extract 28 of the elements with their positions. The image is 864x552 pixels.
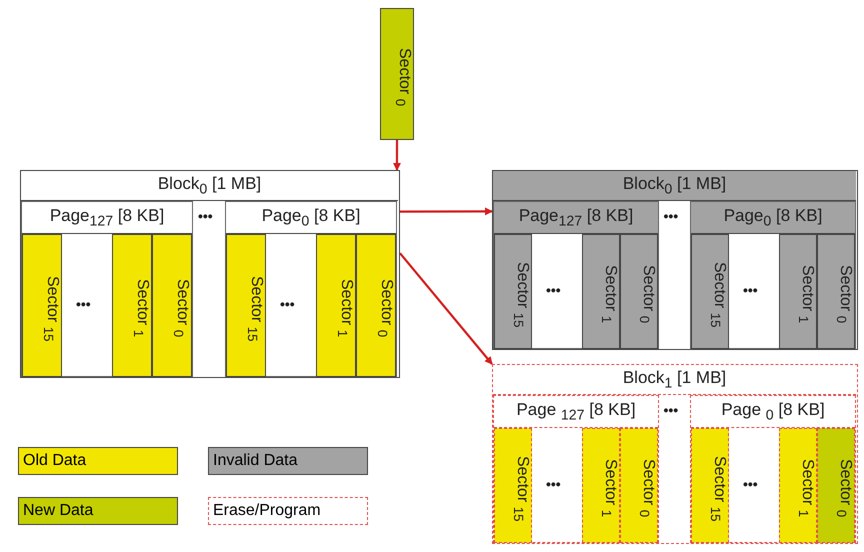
ellipsis: •••	[76, 296, 91, 312]
block-label: Block$_{0}$ [1 MB]	[493, 171, 856, 201]
ellipsis: •••	[664, 208, 678, 224]
ellipsis: •••	[546, 476, 561, 492]
memory-block	[20, 170, 400, 378]
ellipsis: •••	[198, 208, 213, 224]
ellipsis: •••	[743, 282, 758, 298]
legend-key: Invalid Data	[208, 447, 368, 475]
arrow	[399, 252, 493, 365]
arrow	[400, 207, 493, 216]
ellipsis: •••	[546, 282, 561, 298]
legend-key: Old Data	[18, 447, 178, 475]
ellipsis: •••	[664, 402, 678, 418]
memory-block	[492, 364, 858, 544]
ellipsis: •••	[743, 476, 758, 492]
memory-page	[690, 395, 856, 543]
memory-page	[21, 201, 193, 377]
memory-page	[225, 201, 397, 377]
legend-key: Erase/Program	[208, 497, 368, 525]
memory-block	[492, 170, 858, 350]
page-label: Page$_{0}$ [8 KB]	[691, 202, 855, 234]
memory-page	[493, 395, 659, 543]
page-label: Page$_{127}$ [8 KB]	[494, 202, 658, 234]
ellipsis: •••	[280, 296, 295, 312]
legend-key: New Data	[18, 497, 178, 525]
arrow	[392, 140, 401, 171]
memory-page	[493, 201, 659, 349]
memory-page	[690, 201, 856, 349]
